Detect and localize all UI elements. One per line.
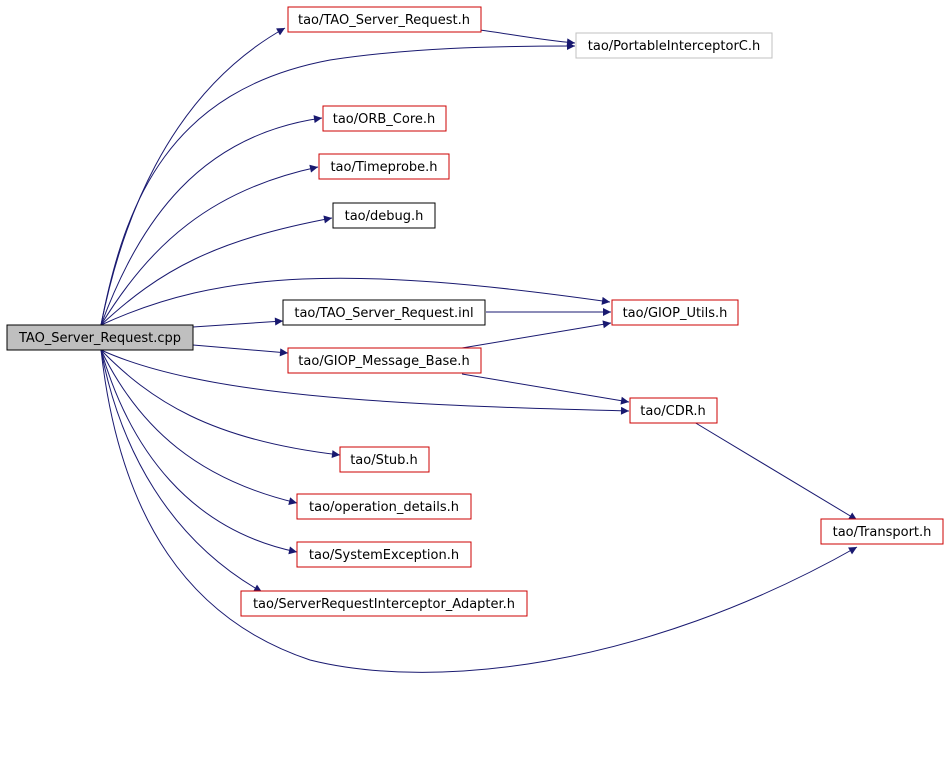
node-transport-h[interactable]: tao/Transport.h [820,518,944,545]
edge-cpp-to-opdet [100,349,298,506]
edge-cpp-to-tsr-inl [192,317,284,328]
edge-cdr-to-transport [693,421,858,521]
node-cdr-h[interactable]: tao/CDR.h [629,397,718,424]
edge-cpp-to-pic-h [100,42,576,326]
node-stub-h[interactable]: tao/Stub.h [339,446,430,473]
node-label: tao/Transport.h [833,525,932,540]
node-tao-server-request-h[interactable]: tao/TAO_Server_Request.h [287,6,482,33]
edge-cpp-to-debug [100,215,333,326]
edge-cpp-to-sria [100,349,263,593]
node-label: tao/Stub.h [350,453,418,468]
edge-giop-mb-to-cdr [461,373,630,405]
node-label: tao/ORB_Core.h [333,112,436,127]
edge-giop-mb-to-giop-utils [461,320,612,349]
node-label: tao/debug.h [345,209,424,224]
node-label: TAO_Server_Request.cpp [18,331,181,346]
node-label: tao/TAO_Server_Request.inl [294,306,473,321]
nodes: TAO_Server_Request.cpp tao/TAO_Server_Re… [6,6,944,617]
node-label: tao/SystemException.h [309,548,459,563]
edge-cpp-to-timeprobe [100,164,319,326]
node-label: tao/ServerRequestInterceptor_Adapter.h [253,597,515,612]
edges [100,27,858,673]
edge-cpp-to-stub [100,349,341,459]
node-label: tao/CDR.h [640,404,705,419]
edge-cpp-to-giop-utils-arc [100,277,611,326]
node-label: tao/GIOP_Utils.h [623,306,728,321]
edge-cpp-to-sysexc [100,349,298,555]
node-timeprobe-h[interactable]: tao/Timeprobe.h [318,153,450,180]
node-label: tao/Timeprobe.h [330,160,437,175]
edge-cpp-to-cdr [100,349,630,415]
node-tao-server-request-inl[interactable]: tao/TAO_Server_Request.inl [282,299,486,326]
node-root[interactable]: TAO_Server_Request.cpp [6,324,194,351]
node-label: tao/PortableInterceptorC.h [588,39,760,54]
node-server-request-interceptor-adapter-h[interactable]: tao/ServerRequestInterceptor_Adapter.h [240,590,528,617]
node-operation-details-h[interactable]: tao/operation_details.h [296,493,472,520]
node-label: tao/GIOP_Message_Base.h [298,354,469,369]
node-orb-core-h[interactable]: tao/ORB_Core.h [322,105,447,132]
node-giop-utils-h[interactable]: tao/GIOP_Utils.h [611,299,739,326]
node-label: tao/operation_details.h [309,500,459,515]
edge-cpp-to-giop-mb [192,344,289,357]
edge-cpp-to-transport [100,349,858,673]
node-label: tao/TAO_Server_Request.h [298,13,470,28]
node-portable-interceptor-c-h[interactable]: tao/PortableInterceptorC.h [575,32,773,59]
edge-tsr-h-to-pic-h [479,29,576,47]
node-debug-h[interactable]: tao/debug.h [332,202,436,229]
node-system-exception-h[interactable]: tao/SystemException.h [296,541,472,568]
node-giop-message-base-h[interactable]: tao/GIOP_Message_Base.h [287,347,482,374]
edge-cpp-to-orb-core [100,115,323,326]
